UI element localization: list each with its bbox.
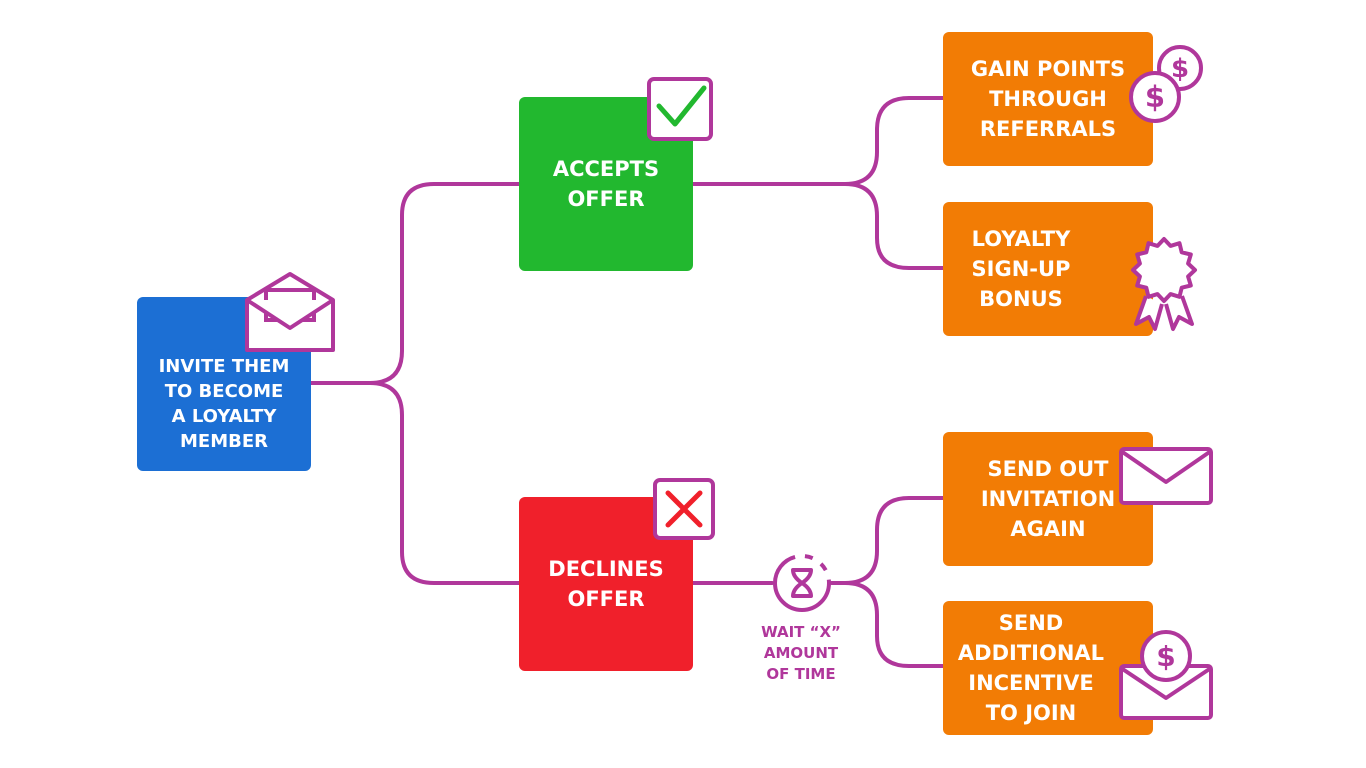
svg-text:$: $ — [1156, 640, 1175, 673]
node-declines-label: DECLINES OFFER — [548, 557, 664, 611]
node-invite-label: INVITE THEM TO BECOME A LOYALTY MEMBER — [158, 356, 290, 452]
node-gain-points-referrals: GAIN POINTS THROUGH REFERRALS — [943, 32, 1153, 166]
coins-dollar-icon: $ $ — [1129, 45, 1203, 123]
node-loyalty-bonus-label: LOYALTY SIGN-UP BONUS — [971, 227, 1071, 311]
envelope-dollar-icon: $ — [1119, 630, 1213, 720]
checkmark-icon — [647, 77, 713, 141]
node-gain-points-label: GAIN POINTS THROUGH REFERRALS — [970, 57, 1126, 141]
svg-text:$: $ — [1145, 80, 1165, 114]
node-loyalty-signup-bonus: LOYALTY SIGN-UP BONUS — [943, 202, 1153, 336]
node-send-invitation-again: SEND OUT INVITATION AGAIN — [943, 432, 1153, 566]
open-envelope-icon — [245, 272, 335, 352]
svg-text:$: $ — [1171, 54, 1189, 84]
hourglass-icon — [773, 554, 831, 612]
node-additional-incentive-label: SEND ADDITIONAL INCENTIVE TO JOIN — [957, 611, 1105, 725]
envelope-icon — [1119, 447, 1213, 505]
node-accepts-label: ACCEPTS OFFER — [552, 157, 660, 211]
x-mark-icon — [653, 478, 715, 540]
award-ribbon-icon — [1131, 237, 1197, 331]
node-send-additional-incentive: SEND ADDITIONAL INCENTIVE TO JOIN — [943, 601, 1153, 735]
node-send-invitation-label: SEND OUT INVITATION AGAIN — [980, 457, 1116, 541]
wait-time-label: WAIT “X” AMOUNT OF TIME — [761, 623, 841, 683]
